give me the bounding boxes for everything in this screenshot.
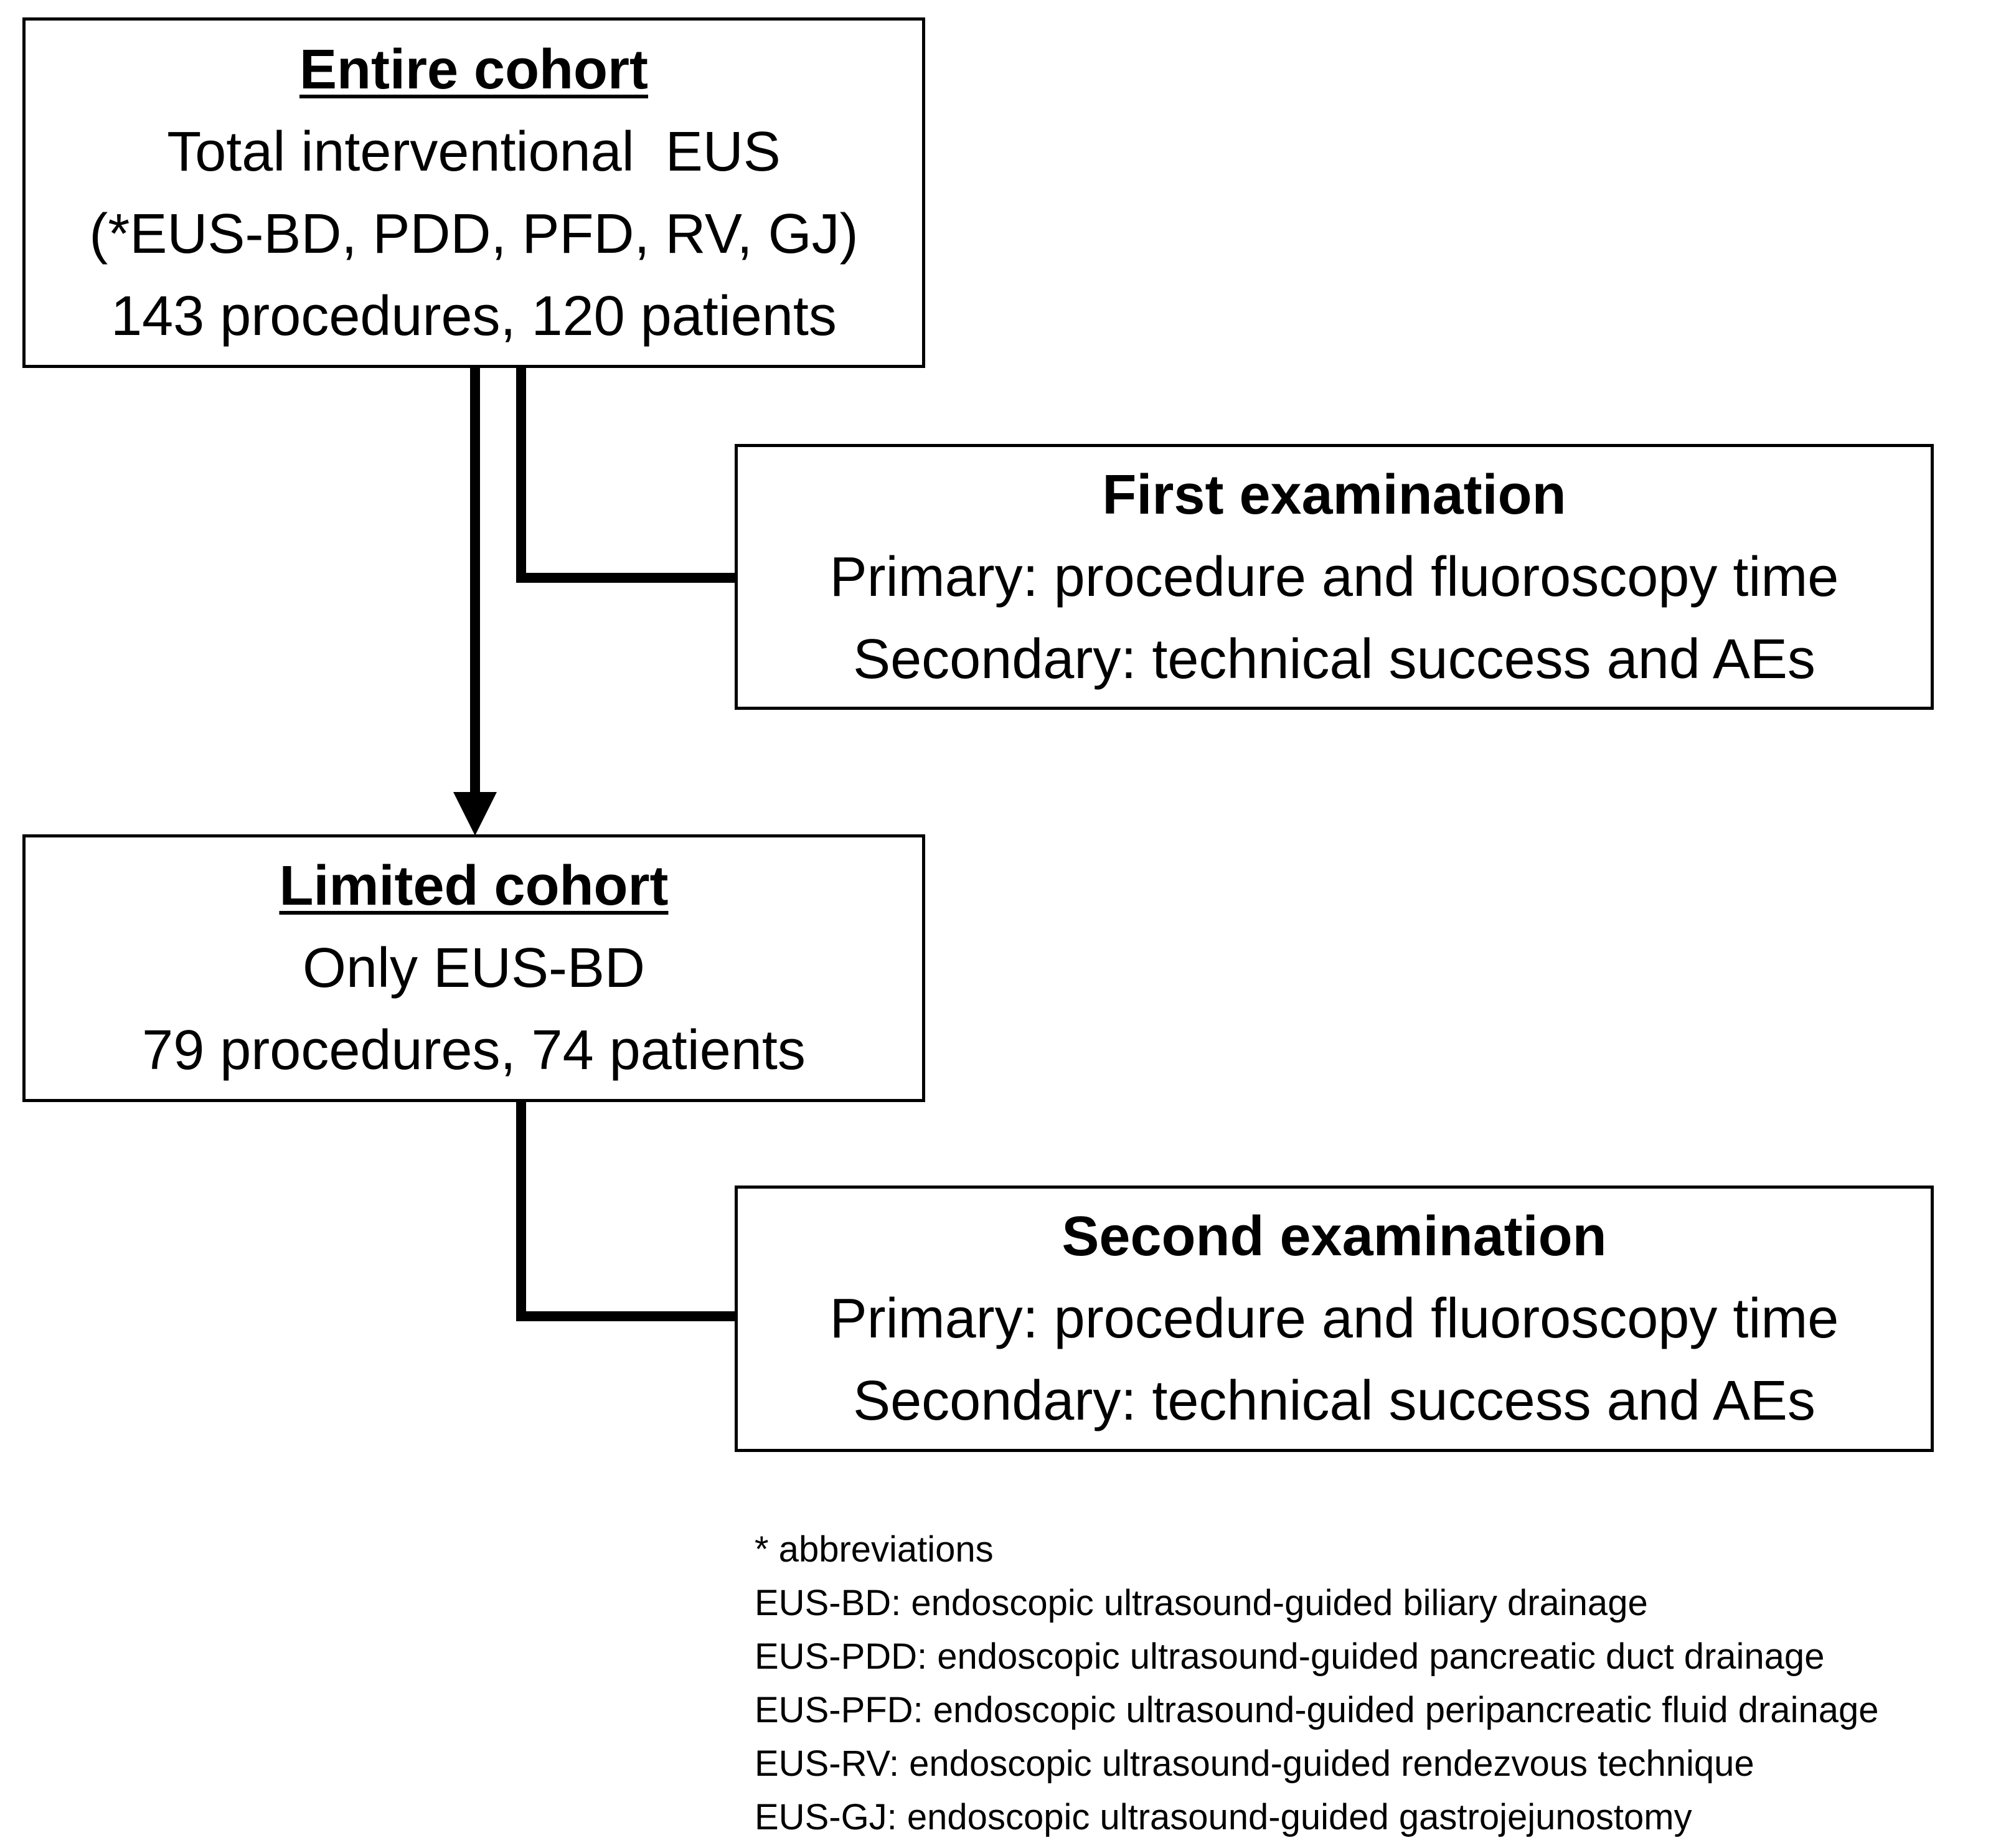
entire-cohort-description: Total interventional EUS bbox=[167, 120, 781, 183]
connector-second-examination bbox=[516, 1101, 736, 1321]
first-examination-box: First examination Primary: procedure and… bbox=[735, 444, 1934, 710]
entire-cohort-procedure-types: (*EUS-BD, PDD, PFD, RV, GJ) bbox=[89, 202, 859, 265]
arrow-head bbox=[453, 792, 497, 836]
second-examination-primary: Primary: procedure and fluoroscopy time bbox=[829, 1288, 1839, 1350]
abbreviations-heading: * abbreviations bbox=[755, 1529, 994, 1570]
entire-cohort-title: Entire cohort bbox=[299, 38, 649, 101]
first-examination-secondary: Secondary: technical success and AEs bbox=[853, 628, 1815, 691]
abbreviation-item: EUS-BD: endoscopic ultrasound-guided bil… bbox=[755, 1583, 1648, 1623]
abbreviations-footnote: * abbreviations EUS-BD: endoscopic ultra… bbox=[755, 1523, 1878, 1844]
limited-cohort-counts: 79 procedures, 74 patients bbox=[142, 1019, 806, 1082]
abbreviation-item: EUS-PFD: endoscopic ultrasound-guided pe… bbox=[755, 1690, 1879, 1730]
abbreviation-item: EUS-PDD: endoscopic ultrasound-guided pa… bbox=[755, 1636, 1825, 1677]
limited-cohort-title: Limited cohort bbox=[279, 855, 669, 917]
first-examination-primary: Primary: procedure and fluoroscopy time bbox=[829, 545, 1839, 608]
second-examination-secondary: Secondary: technical success and AEs bbox=[853, 1370, 1815, 1432]
first-examination-title: First examination bbox=[1102, 463, 1566, 526]
connector-first-examination bbox=[516, 364, 736, 583]
abbreviation-item: EUS-RV: endoscopic ultrasound-guided ren… bbox=[755, 1743, 1754, 1784]
abbreviation-item: EUS-GJ: endoscopic ultrasound-guided gas… bbox=[755, 1797, 1692, 1837]
limited-cohort-box: Limited cohort Only EUS-BD 79 procedures… bbox=[22, 834, 925, 1102]
second-examination-box: Second examination Primary: procedure an… bbox=[735, 1186, 1934, 1452]
entire-cohort-counts: 143 procedures, 120 patients bbox=[111, 285, 837, 347]
limited-cohort-description: Only EUS-BD bbox=[302, 937, 646, 999]
entire-cohort-box: Entire cohort Total interventional EUS (… bbox=[22, 17, 925, 368]
second-examination-title: Second examination bbox=[1062, 1205, 1607, 1268]
